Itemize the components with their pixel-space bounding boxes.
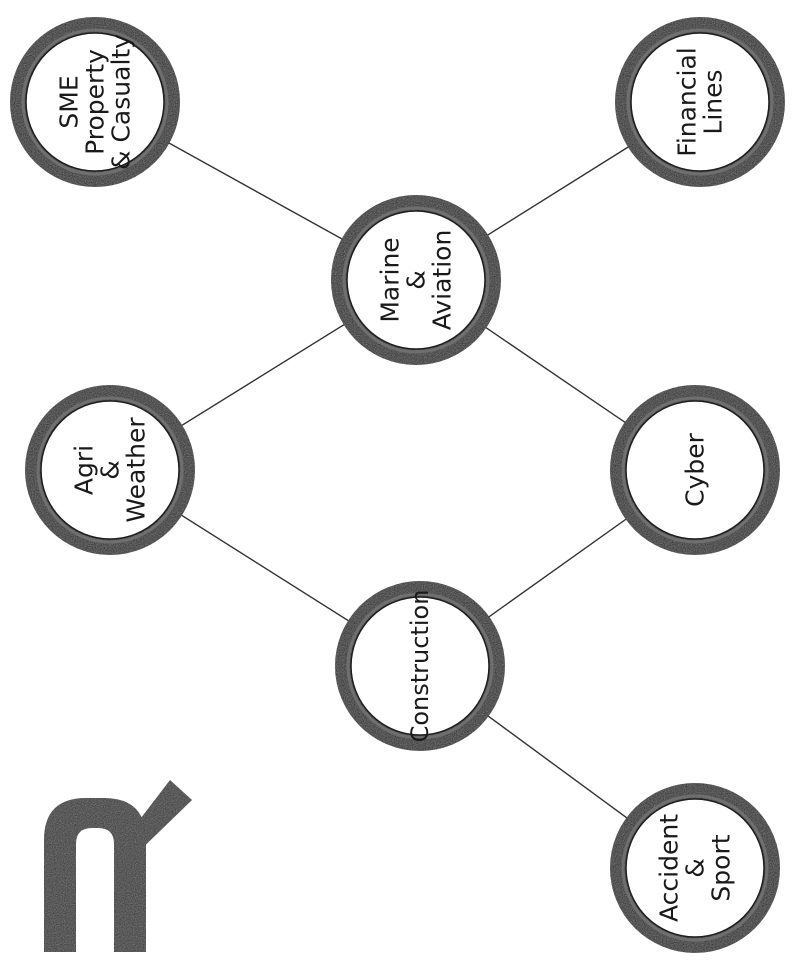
node-label-agri-2: Weather (122, 417, 151, 523)
node-label-accident-1: & (681, 858, 710, 878)
node-agri: Agri&Weather (25, 385, 195, 555)
node-label-financial-0: Financial (673, 47, 702, 156)
node-label-financial-1: Lines (699, 69, 728, 134)
node-construction: Construction (335, 581, 505, 751)
node-marine: Marine&Aviation (331, 195, 501, 365)
node-label-sme-2: & Casualty (107, 34, 136, 170)
node-label-accident-0: Accident (655, 814, 684, 922)
node-face (630, 32, 770, 172)
node-label-marine-1: & (402, 270, 431, 290)
node-label-cyber-0: Cyber (681, 432, 710, 507)
logo-slash-shape (118, 780, 192, 862)
node-face (346, 210, 486, 350)
node-label-accident-2: Sport (707, 834, 736, 901)
node-ring-inner (626, 28, 774, 176)
logo-arch-shape (44, 798, 146, 952)
company-logo (44, 780, 192, 952)
node-label-marine-0: Marine (376, 237, 405, 322)
node-ring-inner (36, 396, 184, 544)
node-label-agri-1: & (96, 460, 125, 480)
node-ring-inner (342, 206, 490, 354)
node-face (25, 32, 165, 172)
node-ring-inner (346, 592, 494, 740)
node-face (350, 596, 490, 736)
node-label-agri-0: Agri (70, 445, 99, 495)
node-label-construction-0: Construction (406, 590, 434, 743)
node-ring-inner (621, 396, 769, 544)
node-face (40, 400, 180, 540)
node-label-sme-0: SME (55, 75, 84, 128)
node-label-sme-1: Property (81, 49, 110, 155)
node-face (625, 798, 765, 938)
node-ring-inner (621, 794, 769, 942)
node-label-marine-2: Aviation (428, 230, 457, 331)
node-accident: Accident&Sport (610, 783, 780, 953)
node-cyber: Cyber (610, 385, 780, 555)
node-ring-inner (21, 28, 169, 176)
node-face (625, 400, 765, 540)
